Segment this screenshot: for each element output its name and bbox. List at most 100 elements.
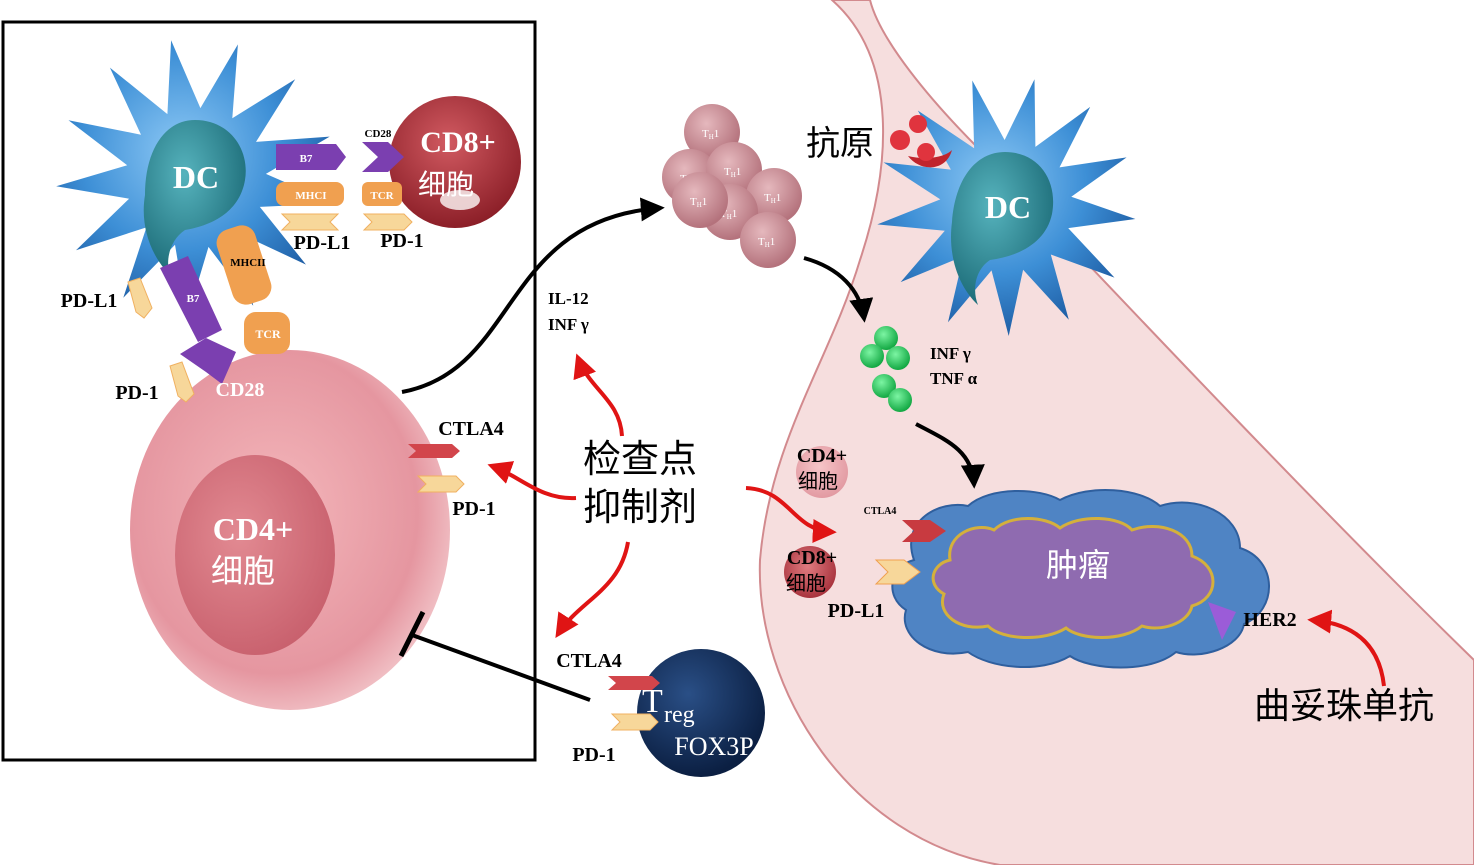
mhci-label: MHCI (295, 190, 326, 202)
trastuzumab-label: 曲妥珠单抗 (1254, 686, 1434, 727)
cd8-left-line1: CD8+ (420, 126, 495, 159)
inf-gamma-label-right: INF γ (930, 344, 971, 363)
b7-top-label: B7 (300, 153, 313, 165)
red-arrow-to-treg (555, 541, 630, 639)
cd8-left-line2: 细胞 (418, 168, 474, 201)
pd1-treg-receptor (610, 713, 659, 731)
dc-cell-left: DC (56, 40, 334, 318)
cytokine-dot (874, 326, 898, 350)
il12-label: IL-12 (548, 289, 589, 308)
tumor-label: 肿瘤 (1046, 546, 1110, 584)
pd1-side-receptor (169, 361, 195, 403)
th1-cell-label: TH1 (758, 236, 775, 249)
th1-cell-body (746, 168, 802, 224)
cd8-left-shine (440, 190, 480, 210)
tcr-top-label: TCR (370, 190, 394, 202)
tumor: 肿瘤 (874, 489, 1270, 669)
pdl1-top-label: PD-L1 (294, 232, 351, 254)
ctla4-tumor-receptor (902, 520, 946, 542)
pdl1-tumor-label: PD-L1 (828, 600, 885, 622)
red-arrow-to-tumor (745, 486, 837, 544)
cytokine-dot (888, 388, 912, 412)
tcr-top-receptor (362, 182, 402, 206)
cd8-cell-right: CD8+ 细胞 (784, 546, 837, 598)
checkpoint-red-arrows (487, 353, 837, 639)
antigen-dot-1 (890, 130, 910, 150)
th1-cell-label: TH1 (724, 166, 741, 179)
cd4-left-line2: 细胞 (211, 552, 275, 590)
dc-right-label: DC (985, 189, 1031, 225)
th1-cell-label: TH1 (764, 192, 781, 205)
tumor-inner-cloud (931, 517, 1215, 639)
cd4-to-th1-arrow (401, 197, 665, 394)
cytokine-to-tumor-arrow (915, 422, 985, 489)
th1-cell-label: TH1 (690, 196, 707, 209)
cd8-right-line2: 细胞 (786, 571, 826, 595)
cd28-top-receptor (362, 142, 404, 172)
cd8-right-line1: CD8+ (787, 547, 837, 569)
cd4-left-line1: CD4+ (213, 511, 293, 547)
dc-cd4-synapse: MHCII TCR B7 CD28 PD-L1 PD-1 (61, 225, 290, 404)
pdl1-side-receptor (127, 277, 153, 319)
dc-right-core (951, 152, 1054, 305)
pd1-side-label: PD-1 (115, 382, 158, 404)
treg-inhibition-bar (398, 610, 426, 658)
left-panel-frame (1, 20, 537, 762)
pdl1-tumor-receptor (874, 559, 921, 585)
mhcii-receptor (216, 225, 272, 305)
cd4-right-line1: CD4+ (797, 445, 847, 467)
pd1-cd4-label: PD-1 (452, 498, 495, 520)
treg-sub: reg (664, 702, 695, 728)
cytokine-dot (860, 344, 884, 368)
b7-side-label: B7 (187, 293, 200, 305)
cytokine-dot (886, 346, 910, 370)
ctla4-cd4-receptor (408, 444, 460, 458)
cd4-right-line2: 细胞 (798, 469, 838, 493)
antigen-group: 抗原 (806, 115, 952, 168)
tnf-alpha-label: TNF α (930, 369, 978, 388)
dc-left-core (143, 120, 246, 275)
red-arrow-to-il12 (573, 353, 624, 437)
pd1-top-receptor (362, 213, 413, 231)
ctla4-treg-label: CTLA4 (556, 650, 622, 672)
cd4-right-body (796, 446, 848, 498)
ctla4-cd4-label: CTLA4 (438, 418, 504, 440)
dc-cell-right: DC (877, 79, 1136, 336)
pdl1-top-receptor (280, 213, 340, 231)
treg-inhibition-line (411, 633, 591, 702)
cd4-surface-receptors: CTLA4 PD-1 (408, 418, 504, 520)
tcr-side-receptor (244, 312, 290, 354)
antigen-dot-2 (909, 115, 927, 133)
dc-cd8-synapse: B7 MHCI CD28 TCR PD-L1 PD-1 (276, 128, 424, 254)
th1-cell-body (740, 212, 796, 268)
b7-top-receptor (276, 144, 346, 170)
b7-side-receptor (160, 256, 222, 342)
cd4-left-nucleus (175, 455, 335, 655)
th1-cell: TH1 (746, 168, 802, 224)
ctla4-tumor-label: CTLA4 (864, 506, 897, 517)
cd28-side-receptor (180, 338, 236, 384)
foxp3-label: FOX3P (674, 732, 753, 761)
treg-body (637, 649, 765, 777)
th1-cell-body (672, 172, 728, 228)
th1-cell: TH1 (672, 172, 728, 228)
th1-to-cytokine-arrow (803, 256, 874, 323)
trastuzumab-red-arrow (1307, 609, 1386, 687)
dc-left-label: DC (173, 159, 219, 195)
checkpoint-line1: 检查点 (583, 437, 697, 481)
cd4-cell-right: CD4+ 细胞 (796, 445, 848, 498)
inf-gamma-label-center: INF γ (548, 315, 589, 334)
her2-label: HER2 (1243, 609, 1296, 631)
pd1-top-label: PD-1 (380, 230, 423, 252)
pdl1-side-label: PD-L1 (61, 290, 118, 312)
treg-T: T (642, 683, 663, 720)
cytokine-dot (872, 374, 896, 398)
th1-cell-cluster: TH1TH1TH1TH1TH1TH1TH1 (662, 104, 802, 268)
checkpoint-line2: 抑制剂 (583, 485, 697, 529)
cytokine-cluster (860, 326, 912, 412)
treg-cell: T reg FOX3P CTLA4 PD-1 (556, 649, 765, 777)
cd8-left-body (389, 96, 521, 228)
ctla4-treg-receptor (608, 676, 660, 690)
antigen-label: 抗原 (806, 124, 874, 164)
